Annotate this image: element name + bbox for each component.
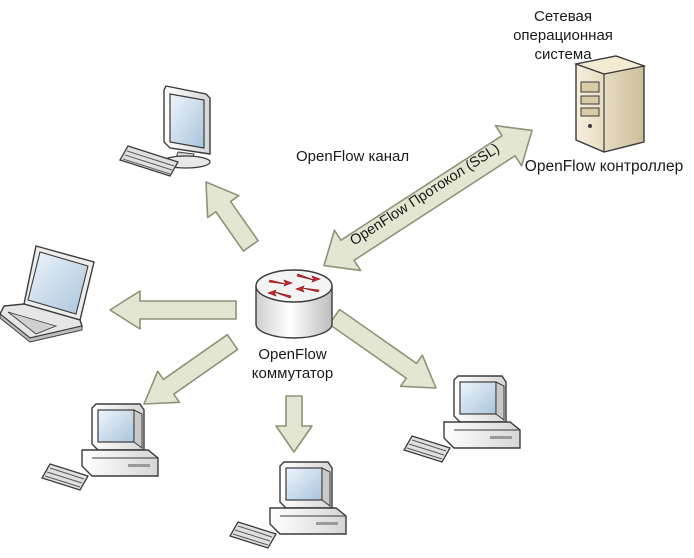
- switch-line2: коммутатор: [251, 365, 334, 382]
- network-os-line3: система: [534, 46, 592, 63]
- protocol-double-arrow: [323, 124, 533, 272]
- controller-label: OpenFlow контроллер: [524, 158, 684, 175]
- network-os-line2: операционная: [513, 27, 613, 44]
- arrow-to-laptop: [109, 290, 237, 330]
- server-icon: [573, 55, 647, 153]
- arrow-to-pc-right: [328, 308, 437, 389]
- switch-line1: OpenFlow: [258, 346, 327, 363]
- switch-label: OpenFlow коммутатор: [230, 345, 355, 383]
- arrow-to-monitor: [189, 170, 268, 258]
- arrow-to-pc-left: [143, 333, 239, 405]
- network-os-label: Сетевая операционная система: [488, 7, 638, 64]
- arrow-to-pc-center: [275, 395, 313, 453]
- channel-label: OpenFlow канал: [296, 148, 410, 165]
- desktop-pc-icon: [41, 403, 159, 491]
- desktop-pc-icon: [229, 461, 347, 549]
- router-icon: [255, 269, 333, 339]
- monitor-icon: [119, 85, 211, 177]
- network-os-line1: Сетевая: [534, 8, 592, 25]
- desktop-pc-icon: [403, 375, 521, 463]
- laptop-icon: [0, 245, 95, 343]
